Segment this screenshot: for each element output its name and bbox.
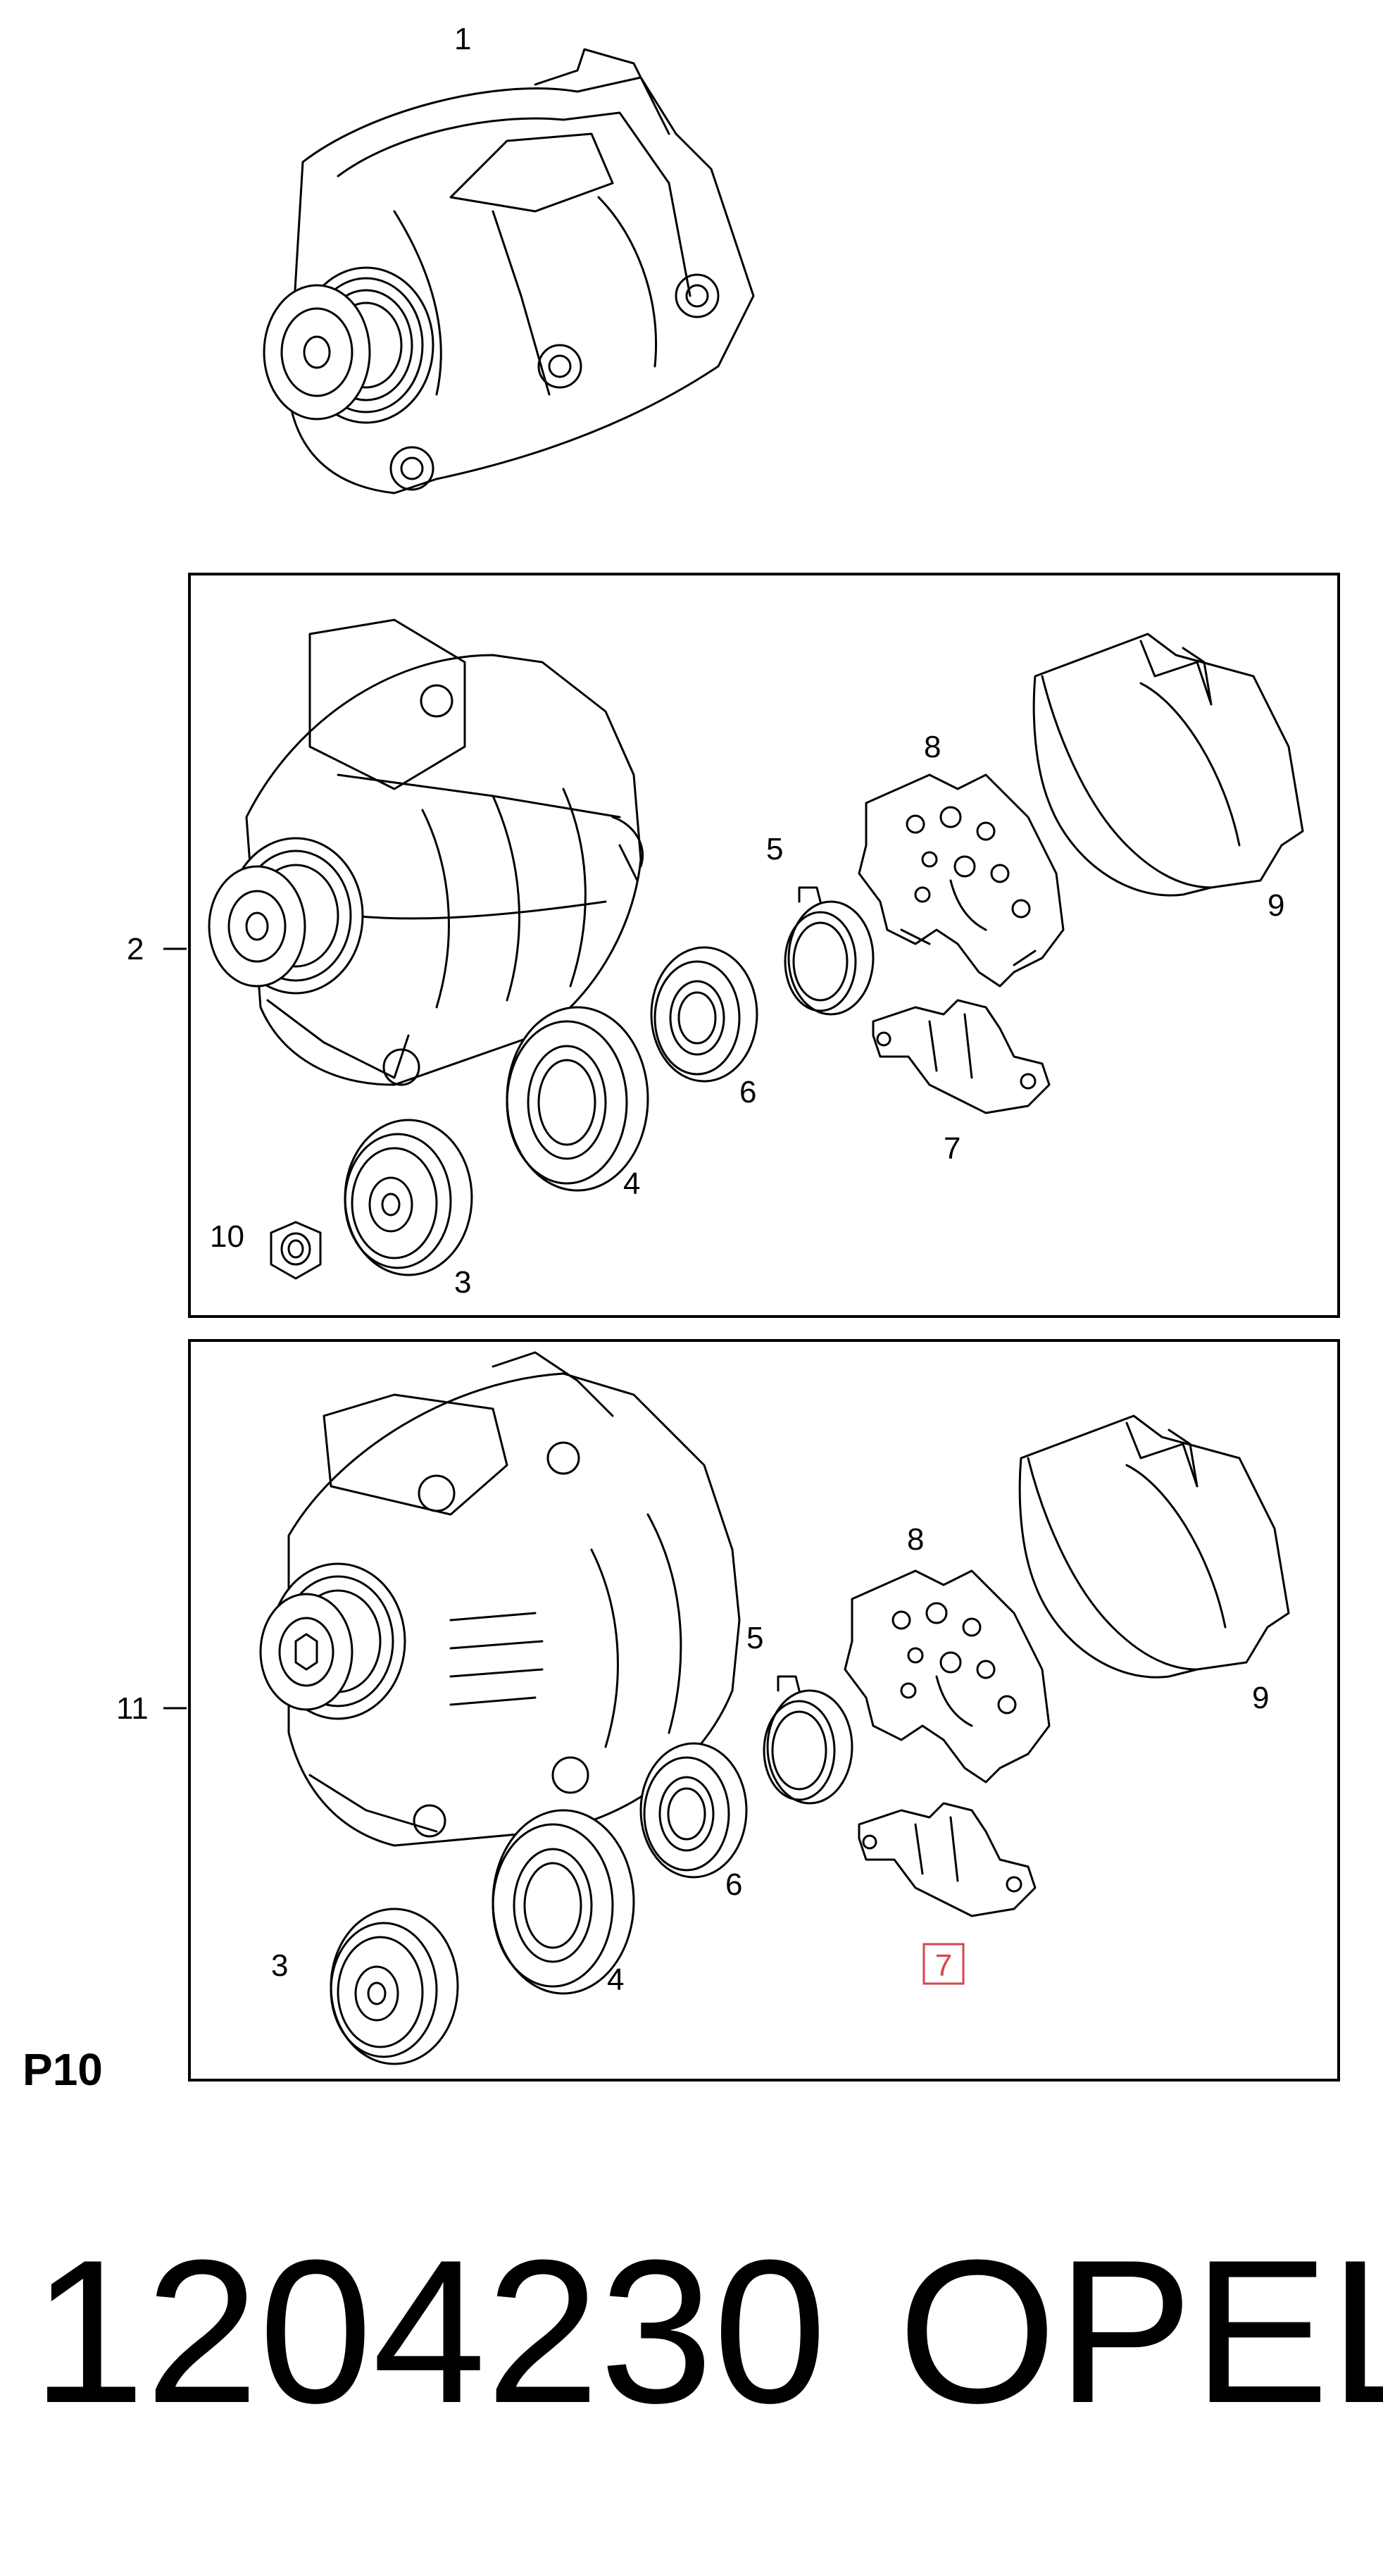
bearing-small-6-grp11[interactable] — [639, 1742, 748, 1879]
callout-3[interactable]: 3 — [271, 1948, 288, 1983]
callout-4[interactable]: 4 — [623, 1166, 640, 1201]
callout-10[interactable]: 10 — [210, 1219, 244, 1254]
callout-5[interactable]: 5 — [746, 1621, 763, 1655]
callout-7[interactable]: 7 — [944, 1131, 960, 1166]
page-code: P10 — [23, 2044, 103, 2095]
callout-5[interactable]: 5 — [766, 832, 783, 866]
callout-6[interactable]: 6 — [725, 1867, 742, 1902]
callout-9[interactable]: 9 — [1268, 888, 1284, 923]
callout-8[interactable]: 8 — [924, 730, 941, 764]
group-frame-11 — [188, 1339, 1340, 2082]
rectifier-plate-11[interactable] — [844, 1569, 1051, 1784]
callout-1[interactable]: 1 — [454, 22, 471, 56]
rectifier-plate-2[interactable] — [858, 773, 1065, 988]
callout-11[interactable]: 11 — [116, 1691, 149, 1726]
highlight-box-7 — [922, 1943, 965, 1985]
alternator-housing-2[interactable] — [208, 618, 644, 1086]
callout-7-highlighted[interactable]: 7 — [935, 1948, 952, 1983]
brush-holder-7-grp11[interactable] — [858, 1802, 1037, 1917]
pulley-3-grp11[interactable] — [330, 1908, 459, 2065]
ring-5-grp11[interactable] — [763, 1675, 853, 1805]
part-number: 1204230 — [32, 2217, 827, 2446]
brand-name: OPEL — [898, 2217, 1383, 2446]
ring-5-grp2[interactable] — [784, 886, 875, 1016]
alternator-housing-11[interactable] — [259, 1351, 741, 1847]
rear-cover-2[interactable] — [1032, 633, 1304, 897]
alternator-assembly-1[interactable] — [263, 48, 755, 494]
bearing-large-4-grp2[interactable] — [506, 1006, 649, 1192]
pulley-3-grp2[interactable] — [344, 1119, 473, 1276]
callout-9[interactable]: 9 — [1252, 1681, 1269, 1715]
bearing-small-6-grp2[interactable] — [650, 946, 758, 1083]
callout-8[interactable]: 8 — [907, 1522, 924, 1557]
group-frame-2 — [188, 573, 1340, 1318]
callout-2[interactable]: 2 — [127, 932, 144, 966]
callout-6[interactable]: 6 — [739, 1075, 756, 1109]
callout-3[interactable]: 3 — [454, 1265, 471, 1300]
nut-10-grp2[interactable] — [270, 1221, 322, 1280]
rear-cover-11[interactable] — [1018, 1414, 1290, 1679]
brush-holder-7-grp2[interactable] — [872, 999, 1051, 1114]
bearing-large-4-grp11[interactable] — [492, 1809, 635, 1995]
